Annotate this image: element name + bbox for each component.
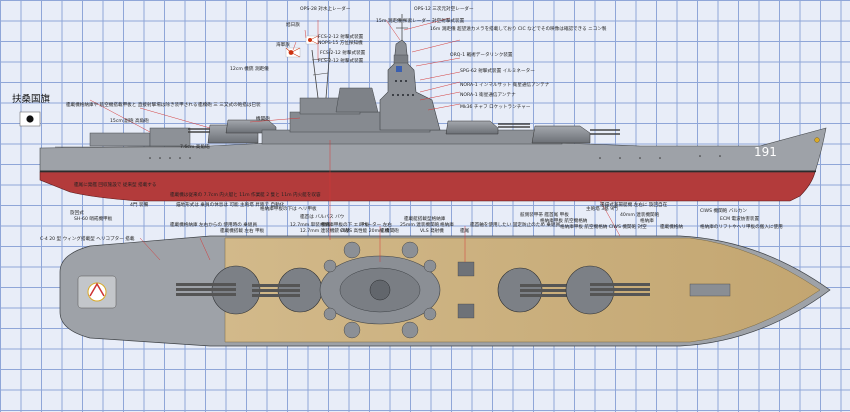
plan-annotation-label: 12.7mm 単装 機銃: [290, 221, 331, 228]
annotation-label: 揚錨式兼揚艇機 左右に 旋回自在: [600, 201, 668, 208]
annotation-label: 格納庫甲板の下は ヘリ甲板: [260, 205, 317, 212]
aft-superstructure: [149, 127, 191, 147]
plan-superstructure: [319, 241, 441, 339]
annotation-label: 錨地形式は 乗員の休息は 可能: [176, 201, 239, 208]
portholes: [149, 155, 721, 159]
annotation-label: FCS-2-12 射撃式装置: [320, 49, 366, 56]
annotation-label: 15cm 副砲 高角砲: [110, 117, 149, 124]
plan-turret-aft-inner: [252, 267, 323, 313]
plan-annotation-label: 格納庫甲板の下 エレベーター 左右: [320, 221, 392, 228]
annotation-label: SPG-62 射撃式装置 イルミネーター: [460, 67, 535, 74]
funnel: [335, 87, 379, 113]
annotation-label: CIWS 機関砲 バルカン: [700, 207, 747, 214]
annotation-label: 艦首軸を使用したい 固定防止のため 乗組員: [470, 221, 561, 228]
japan-flag-icon: [19, 111, 41, 127]
aft-hangar: [89, 132, 151, 147]
plan-annotation-label: 25mm 連装機関砲: [400, 221, 440, 228]
annotation-label: Mk36 チャフ ロケットランチャー: [460, 103, 531, 110]
annotation-label: ECM 電波妨害装置: [720, 215, 760, 222]
annotation-label: ORQ-1 戦術データリンク装置: [450, 51, 513, 58]
boot-topping: [40, 170, 816, 173]
plan-annotation-label: VLS 発射機: [420, 227, 444, 234]
annotation-label: OPS-12 三次元対空レーダー: [414, 5, 474, 12]
chrysanthemum-crest-icon: [814, 137, 820, 143]
stern-emblem: [77, 275, 117, 309]
annotation-label: 12cm 機銃 測距儀: [230, 65, 269, 72]
annotation-label: 艦橋砲 三 三又式の砲搭は巳装: [198, 101, 261, 108]
plan-view: [59, 235, 831, 347]
plan-turret-aft-outer: [176, 265, 261, 315]
annotation-label: 格納庫のリフトやヘリ甲板の搬入に使用: [700, 223, 783, 230]
annotation-label: 艦載艇搭載型格納庫: [404, 215, 446, 222]
annotation-label: 艦尾に発艦 回収施設で 従来型 搭載する: [74, 181, 156, 188]
annotation-label: 15m 測距儀 探索レーダー 対空射撃式装置: [376, 17, 465, 24]
forward-turret-1: [531, 125, 620, 144]
annotation-label: 7.6cm 高角砲: [180, 143, 210, 150]
plan-annotation-label: 格納庫: [440, 221, 454, 228]
plan-turret-fwd-inner: [497, 267, 570, 313]
annotation-label: 機関砲: [256, 115, 270, 122]
annotation-label: OPS-28 対水上レーダー: [300, 5, 351, 12]
plan-turret-fwd-outer: [565, 265, 650, 315]
forward-tower: [379, 39, 441, 131]
annotation-label: 40mm 連装機関砲: [620, 211, 660, 218]
annotation-label: 艦載機は従来の 7.7cm 内火艇と 11m 作業艇 2 隻と 11m 内火艇を…: [170, 191, 321, 198]
hull-number: 191: [754, 145, 777, 159]
annotation-label: 艦載機格納庫や 航空機搭載甲板と 直接射撃場は除き装甲される: [66, 101, 198, 108]
radar-panel: [396, 66, 402, 72]
annotation-label: FCS-2-12 射撃式装置: [318, 33, 364, 40]
plan-annotation-label: 12.7mm 連装機銃 四基: [300, 227, 350, 234]
annotation-leaders: [89, 17, 621, 262]
plan-annotation-label: 艦載機搭載 左右 甲板: [220, 227, 265, 234]
annotation-label: NOPS-15 方位探知機: [318, 39, 363, 46]
annotation-label: 艦載機格納: [660, 223, 683, 230]
annotation-label: FCS-2-12 射撃式装置: [318, 57, 364, 64]
side-profile: 191: [12, 14, 827, 202]
annotation-label: 格納庫: [640, 217, 654, 224]
annotations-bottom: C-4 20 型 ウィング搭載型 ヘリコプター 搭載 艦載機格納庫 左右からの 使…: [40, 221, 470, 242]
rising-sun-flag-icon: [305, 35, 319, 45]
annotation-label: 旋回式: [70, 209, 84, 216]
annotation-label: 舷側装甲帯 艦首尾 甲板: [520, 211, 569, 218]
annotation-label: 旭日旗: [286, 21, 300, 28]
forward-turret-2: [445, 120, 530, 135]
annotation-label: 格納庫甲板 航空機格納 CIWS 機関砲 対空: [560, 223, 647, 230]
annotation-label: 格納庫甲板 航空機格納: [540, 217, 588, 224]
annotation-label: SH-60 哨戒機甲板: [74, 215, 113, 222]
plan-annotation-label: 艦橋: [380, 227, 390, 234]
plan-annotation-label: 艦載機格納庫 左右からの 使用時の 乗組員: [170, 221, 257, 228]
plan-annotation-label: CIWS 高性能 20mm 機関砲: [340, 227, 399, 234]
plan-annotation-label: C-4 20 型 ウィング搭載型 ヘリコプター 搭載: [40, 235, 135, 242]
annotation-label: 主砲塔 3基 9門: [586, 205, 618, 212]
annotation-label: 主砲塔 昇降で 自動化: [240, 201, 285, 208]
annotation-label: NORA-1 衛星通信アンテナ: [460, 91, 516, 98]
annotation-label: 海軍旗: [276, 41, 290, 48]
annotation-label: NORA-1 インマルサット 衛星通信アンテナ: [460, 81, 550, 88]
flag-title: 扶桑国旗: [12, 93, 51, 105]
annotation-label: 16m 測距儀 超望遠カメラを搭載しており CIC などでその映像は確認できる …: [430, 25, 607, 32]
annotation-label: 艦首は バルバス バウ: [300, 213, 345, 220]
bow-equipment: [689, 283, 731, 297]
naval-ensign-icon: [285, 47, 301, 58]
plan-annotation-label: 甲板: [360, 221, 370, 228]
annotation-label: 4門 装備: [130, 201, 149, 208]
plan-annotation-label: 艦尾: [460, 227, 470, 234]
hull-lower-red: [39, 171, 816, 202]
vls-launcher: [457, 261, 475, 319]
